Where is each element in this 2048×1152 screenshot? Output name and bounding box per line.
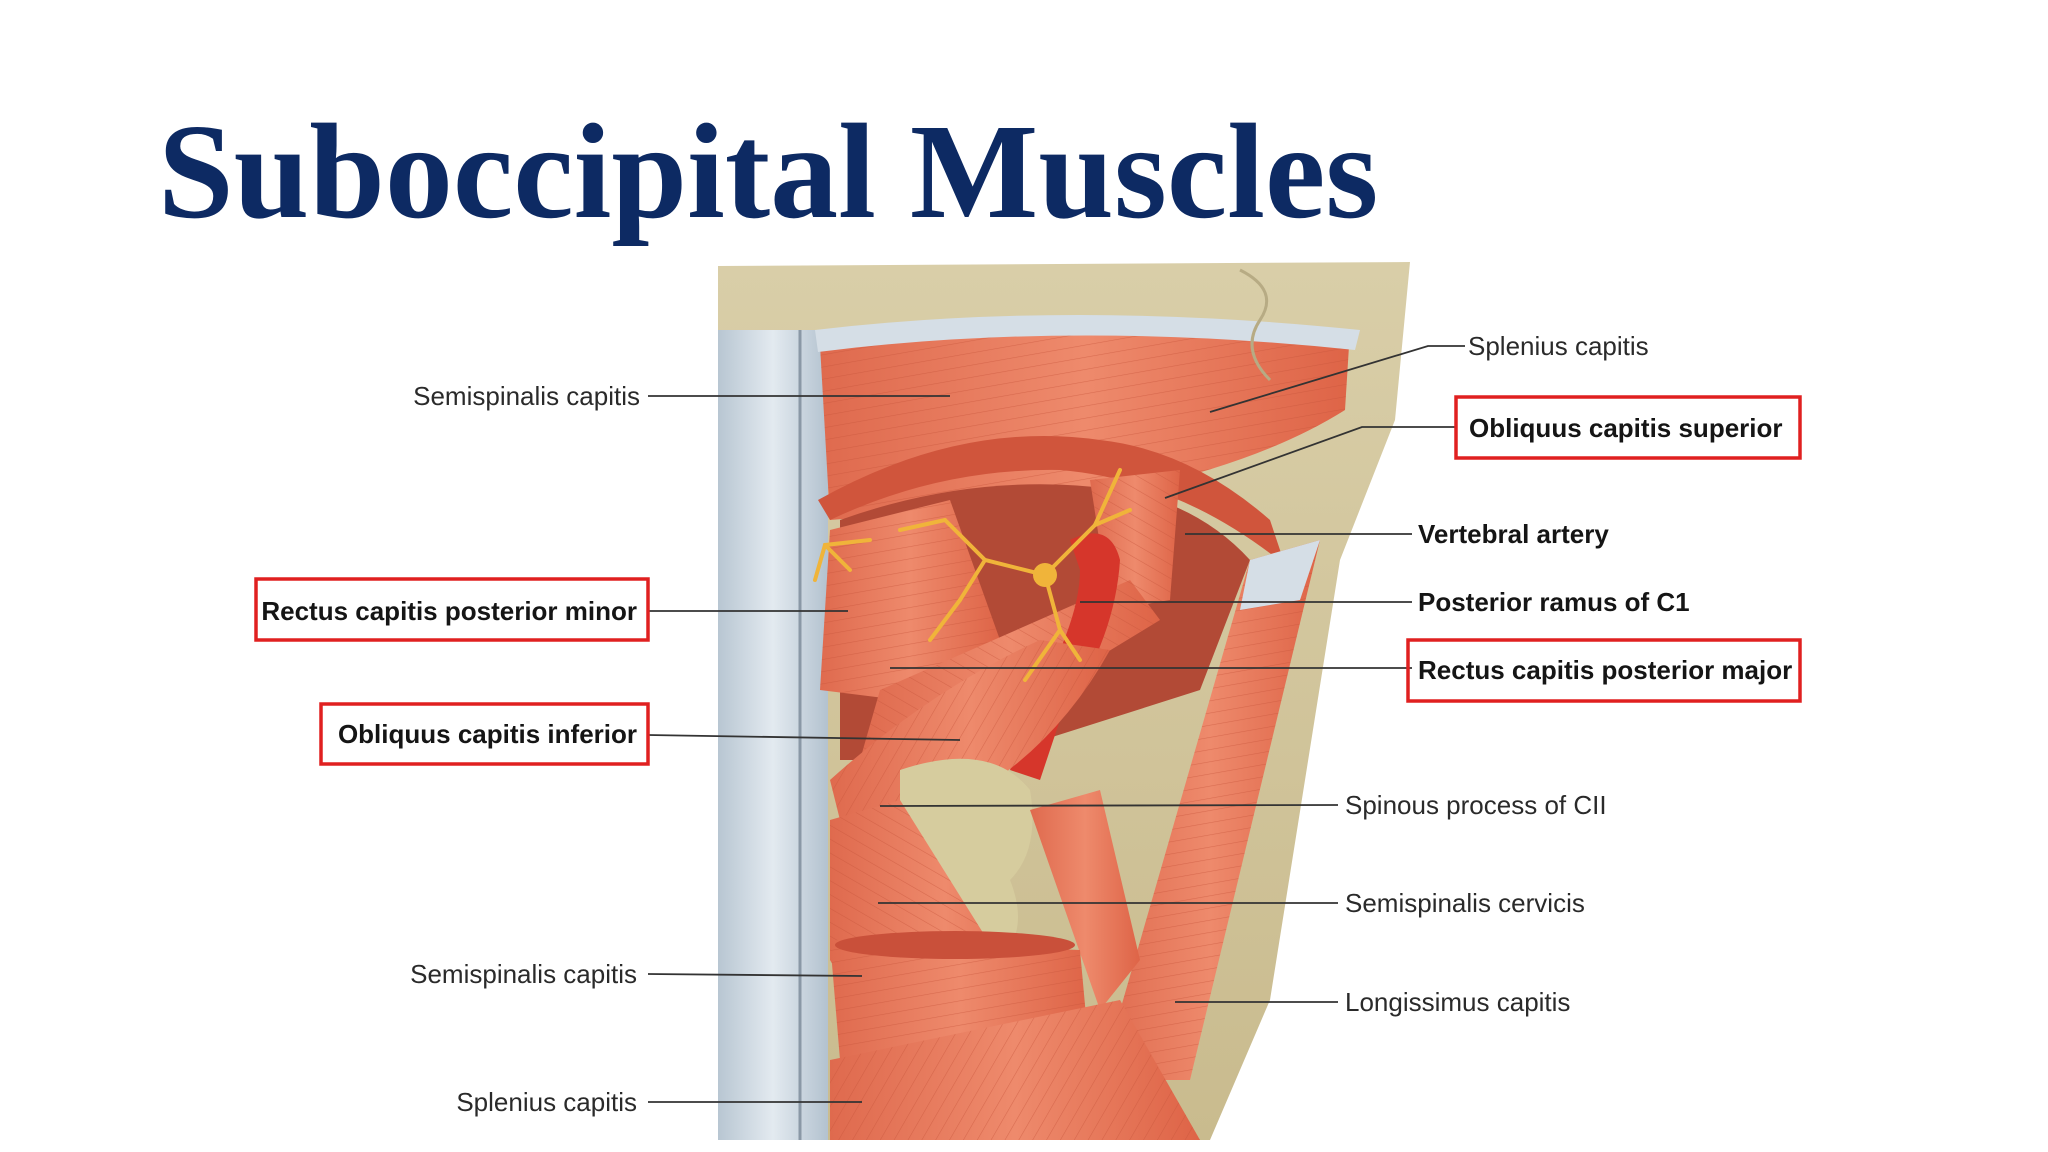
label-semispinalis-capitis-upper: Semispinalis capitis: [413, 381, 640, 411]
leader-lines: [647, 345, 1465, 1103]
highlight-box-obliquus-superior: [1454, 395, 1802, 460]
highlight-box-rectus-major: [1406, 638, 1802, 703]
label-vertebral-artery: Vertebral artery: [1418, 519, 1609, 549]
label-obliquus-capitis-superior: Obliquus capitis superior: [1469, 413, 1783, 443]
label-rectus-capitis-posterior-major: Rectus capitis posterior major: [1418, 655, 1792, 685]
tendon-rim: [815, 315, 1360, 352]
label-semispinalis-cervicis: Semispinalis cervicis: [1345, 888, 1585, 918]
label-spinous-process-c2: Spinous process of CII: [1345, 790, 1607, 820]
fascia-strip: [718, 330, 828, 1140]
label-posterior-ramus-c1: Posterior ramus of C1: [1418, 587, 1690, 617]
nerve-ganglion: [1033, 563, 1057, 587]
highlight-box-obliquus-inferior: [319, 702, 650, 766]
label-splenius-capitis-upper: Splenius capitis: [1468, 331, 1649, 361]
lateral-muscle-mass: [1030, 790, 1140, 1010]
posterior-ramus-c1-nerve: [813, 468, 1132, 682]
label-longissimus-capitis: Longissimus capitis: [1345, 987, 1570, 1017]
right-labels: Splenius capitis Obliquus capitis superi…: [1345, 331, 1802, 1017]
anatomy-illustration: [718, 262, 1410, 1140]
cut-muscle-edge: [818, 436, 1285, 565]
label-splenius-capitis-lower: Splenius capitis: [456, 1087, 637, 1117]
slide-title: Suboccipital Muscles: [158, 97, 1379, 247]
left-labels: Semispinalis capitis Rectus capitis post…: [254, 381, 650, 1117]
mastoid-region: [1239, 268, 1272, 382]
label-rectus-capitis-posterior-minor: Rectus capitis posterior minor: [261, 596, 637, 626]
highlight-box-rectus-minor: [254, 577, 650, 642]
label-semispinalis-capitis-lower: Semispinalis capitis: [410, 959, 637, 989]
label-obliquus-capitis-inferior: Obliquus capitis inferior: [338, 719, 637, 749]
